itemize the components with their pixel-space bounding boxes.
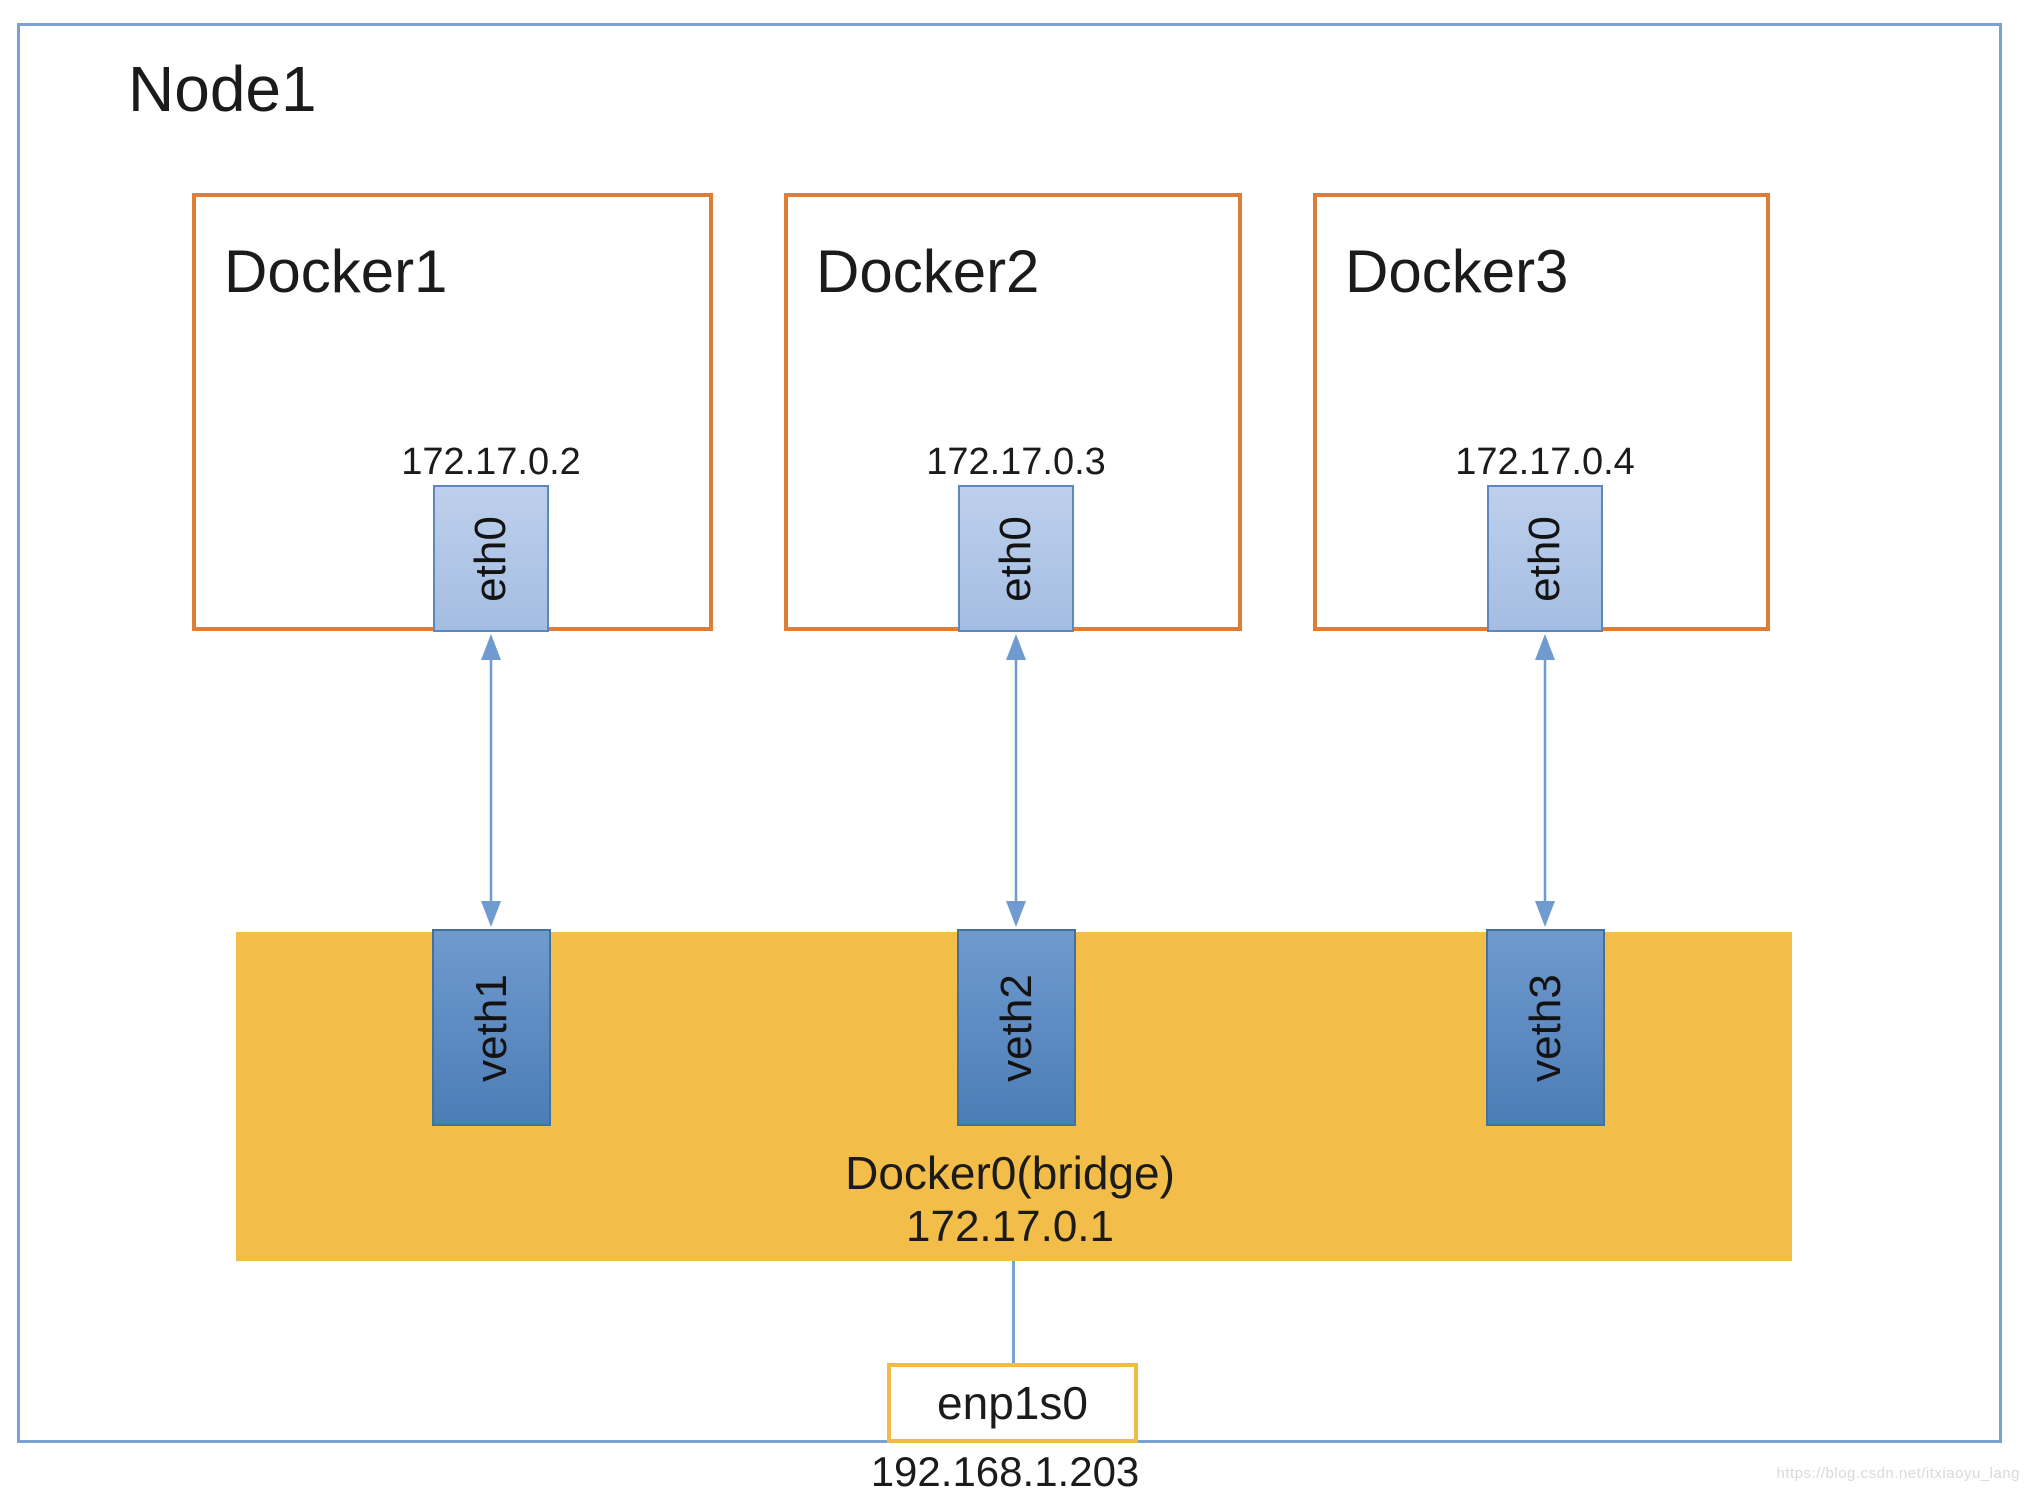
csdn-watermark: https://blog.csdn.net/itxiaoyu_lang [1776,1465,2020,1482]
veth1-label: veth1 [466,973,516,1082]
host-ip-label: 192.168.1.203 [870,1448,1140,1495]
docker3-eth0-ip-label: 172.17.0.4 [1455,441,1635,483]
docker1-title: Docker1 [224,238,448,305]
bridge-to-enp1s0-connector [1012,1261,1015,1364]
veth2-pair-arrow-icon [1006,634,1026,927]
docker2-title: Docker2 [816,238,1040,305]
docker1-eth0-ip-label: 172.17.0.2 [401,441,581,483]
veth1-pair-arrow-icon [481,634,501,927]
docker3-eth0-box: eth0 [1487,485,1603,632]
docker3-title: Docker3 [1345,238,1569,305]
docker2-eth0-box: eth0 [958,485,1074,632]
veth1-box: veth1 [432,929,551,1126]
docker2-eth0-ip-label: 172.17.0.3 [926,441,1106,483]
enp1s0-label: enp1s0 [937,1377,1088,1429]
docker2-eth0-label: eth0 [990,515,1040,602]
docker1-eth0-label: eth0 [465,515,515,602]
docker3-eth0-label: eth0 [1519,515,1569,602]
veth3-pair-arrow-icon [1535,634,1555,927]
veth2-box: veth2 [957,929,1076,1126]
veth2-label: veth2 [991,973,1041,1082]
bridge-ip-label: 172.17.0.1 [906,1202,1114,1251]
bridge-name-label: Docker0(bridge) [845,1147,1175,1199]
enp1s0-box: enp1s0 [887,1363,1138,1443]
node-title: Node1 [128,53,317,125]
docker1-eth0-box: eth0 [433,485,549,632]
veth3-box: veth3 [1486,929,1605,1126]
veth3-label: veth3 [1520,973,1570,1082]
